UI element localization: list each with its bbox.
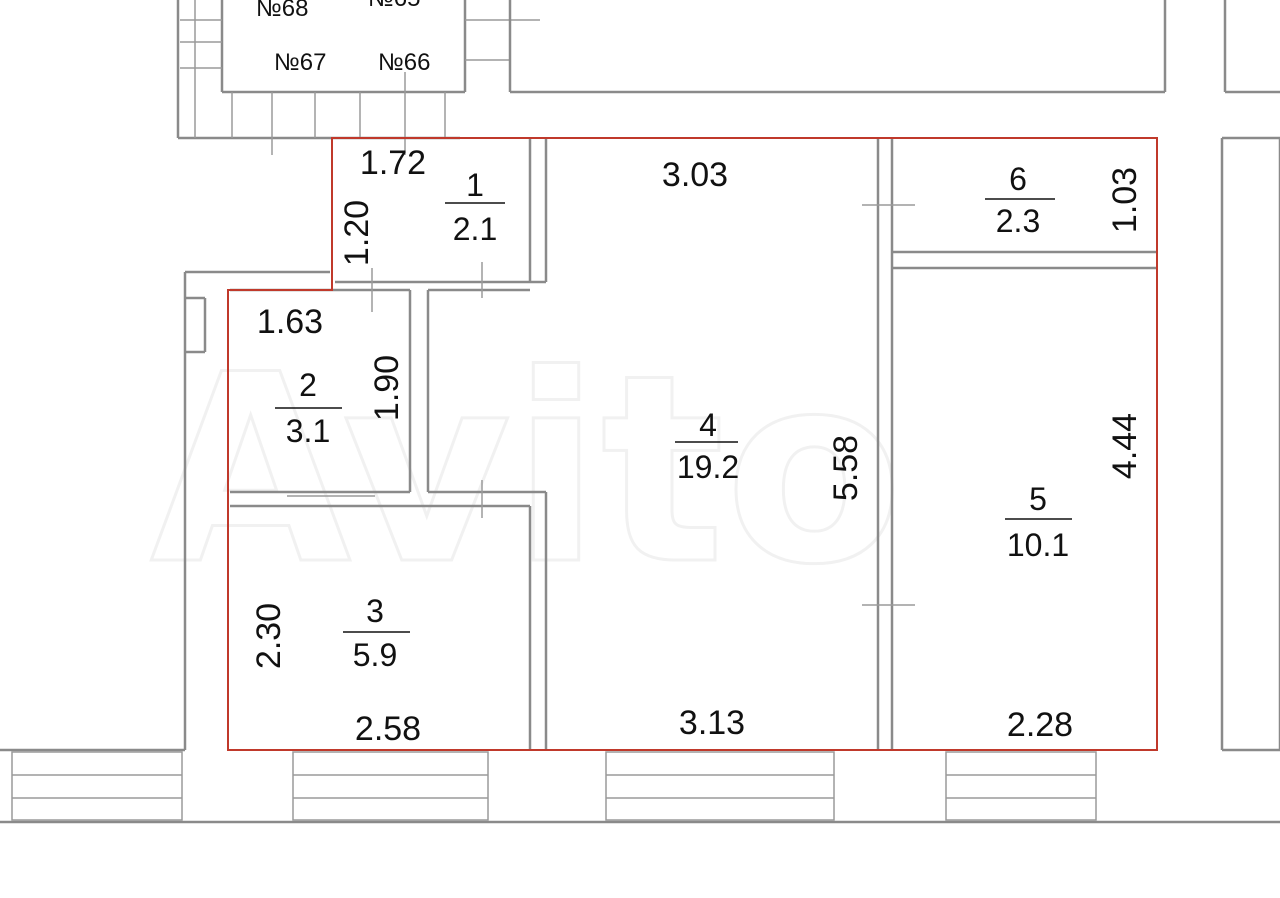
room-4-label: 4 19.2 (675, 407, 739, 485)
dim-room2-height: 1.90 (368, 355, 406, 421)
room-5-number: 5 (1029, 481, 1047, 517)
room-5-label: 5 10.1 (1005, 481, 1072, 563)
dim-room1-width: 1.72 (360, 144, 426, 182)
windows (11, 751, 1097, 821)
room-3-area: 5.9 (353, 637, 397, 673)
building-walls (0, 136, 1280, 824)
dim-room3-width: 2.58 (355, 710, 421, 748)
neighbor-label-66: №66 (378, 49, 430, 76)
watermark: Avito (150, 320, 903, 622)
dim-room1-height: 1.20 (338, 200, 376, 266)
dim-room4-height: 5.58 (827, 435, 865, 501)
room-4-area: 19.2 (677, 449, 739, 485)
apartment-boundary (227, 137, 1158, 751)
room-3-number: 3 (366, 593, 384, 629)
dim-room4-top: 3.03 (662, 156, 728, 194)
interior-walls (230, 138, 1157, 750)
neighbor-label-67: №67 (274, 49, 326, 76)
room-5-area: 10.1 (1007, 527, 1069, 563)
room-2-number: 2 (299, 367, 317, 403)
dim-room3-height: 2.30 (250, 603, 288, 669)
room-6-area: 2.3 (996, 203, 1040, 239)
room-1-number: 1 (466, 167, 484, 203)
room-2-area: 3.1 (286, 413, 330, 449)
neighbor-apartments: №68 №65 №67 №66 (176, 0, 1280, 155)
neighbor-label-68: №68 (256, 0, 308, 22)
room-1-label: 1 2.1 (445, 167, 505, 247)
room-2-label: 2 3.1 (275, 367, 342, 449)
dim-room5-height: 4.44 (1106, 413, 1144, 479)
neighbor-label-65: №65 (368, 0, 420, 12)
room-6-label: 6 2.3 (985, 161, 1055, 239)
room-6-number: 6 (1009, 161, 1027, 197)
dim-room6-height: 1.03 (1106, 167, 1144, 233)
dim-room4-bottom: 3.13 (679, 704, 745, 742)
room-3-label: 3 5.9 (343, 593, 410, 673)
room-4-number: 4 (699, 407, 717, 443)
dim-room2-width: 1.63 (257, 303, 323, 341)
dim-room5-width: 2.28 (1007, 706, 1073, 744)
room-1-area: 2.1 (453, 211, 497, 247)
